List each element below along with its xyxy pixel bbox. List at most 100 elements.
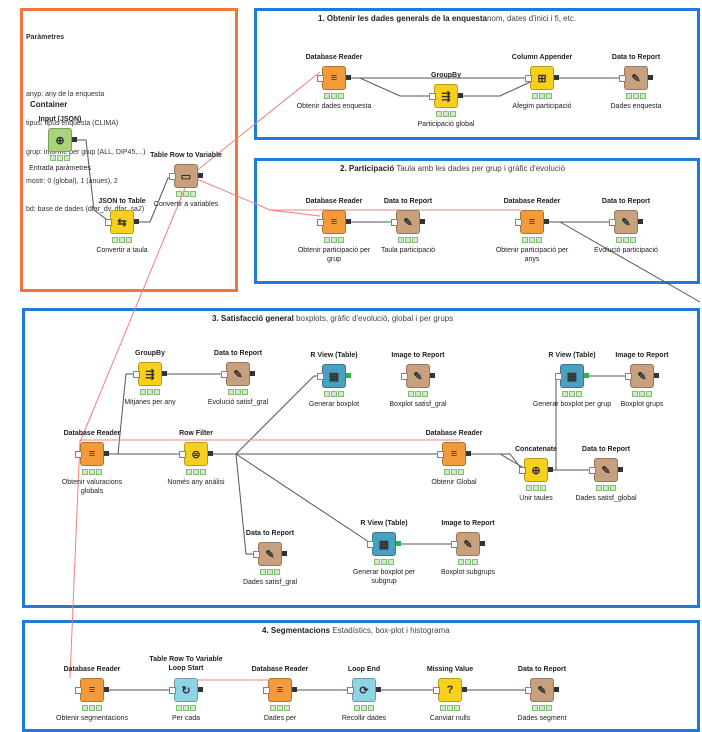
input-port[interactable]: [433, 687, 440, 694]
r-view-table-node[interactable]: ▦: [367, 532, 401, 556]
input-port[interactable]: [179, 451, 186, 458]
output-port[interactable]: [584, 373, 589, 378]
missing-value-node[interactable]: ?: [433, 678, 467, 702]
output-port[interactable]: [458, 93, 463, 98]
input-port[interactable]: [221, 371, 228, 378]
input-port[interactable]: [105, 219, 112, 226]
status-light: [119, 237, 125, 243]
image-to-report-node[interactable]: ✎: [625, 364, 659, 388]
input-port[interactable]: [169, 173, 176, 180]
output-port[interactable]: [554, 687, 559, 692]
database-reader-node[interactable]: ≡: [75, 442, 109, 466]
input-port[interactable]: [263, 687, 270, 694]
data-to-report-node[interactable]: ✎: [221, 362, 255, 386]
groupby-node[interactable]: ⇶: [429, 84, 463, 108]
status-light: [536, 237, 542, 243]
input-port[interactable]: [317, 219, 324, 226]
input-port[interactable]: [437, 451, 444, 458]
input-port[interactable]: [609, 219, 616, 226]
database-reader-node[interactable]: ≡: [515, 210, 549, 234]
data-to-report-node[interactable]: ✎: [619, 66, 653, 90]
input-port[interactable]: [169, 687, 176, 694]
input-port[interactable]: [555, 373, 562, 380]
output-port[interactable]: [376, 687, 381, 692]
data-to-report-node[interactable]: ✎: [525, 678, 559, 702]
input-port[interactable]: [525, 75, 532, 82]
output-port[interactable]: [544, 219, 549, 224]
output-port[interactable]: [346, 219, 351, 224]
output-port[interactable]: [654, 373, 659, 378]
output-port[interactable]: [462, 687, 467, 692]
input-port[interactable]: [367, 541, 374, 548]
input-port[interactable]: [253, 551, 260, 558]
output-port[interactable]: [292, 687, 297, 692]
output-port[interactable]: [420, 219, 425, 224]
output-port[interactable]: [346, 75, 351, 80]
database-reader-node[interactable]: ≡: [263, 678, 297, 702]
input-port[interactable]: [75, 687, 82, 694]
output-port[interactable]: [104, 451, 109, 456]
output-port[interactable]: [282, 551, 287, 556]
section-4-title-main: 4. Segmentacions: [262, 626, 331, 635]
input-port[interactable]: [519, 467, 526, 474]
input-port[interactable]: [401, 373, 408, 380]
output-port[interactable]: [638, 219, 643, 224]
image-to-report-node[interactable]: ✎: [401, 364, 435, 388]
input-port[interactable]: [589, 467, 596, 474]
output-port[interactable]: [548, 467, 553, 472]
input-json-node[interactable]: ⊕: [48, 128, 77, 152]
output-port[interactable]: [480, 541, 485, 546]
output-port[interactable]: [208, 451, 213, 456]
output-port[interactable]: [466, 451, 471, 456]
groupby-node[interactable]: ⇶: [133, 362, 167, 386]
output-port[interactable]: [618, 467, 623, 472]
column-appender-node[interactable]: ⊞: [525, 66, 559, 90]
output-port[interactable]: [554, 75, 559, 80]
input-port[interactable]: [75, 451, 82, 458]
output-port[interactable]: [104, 687, 109, 692]
database-reader-node[interactable]: ≡: [75, 678, 109, 702]
output-port[interactable]: [648, 75, 653, 80]
data-to-report-node[interactable]: ✎: [609, 210, 643, 234]
table-row-to-variable-node[interactable]: ▭: [169, 164, 203, 188]
data-to-report-node[interactable]: ✎: [253, 542, 287, 566]
database-reader-node[interactable]: ≡: [317, 210, 351, 234]
wire-reader-groupby-3: [104, 373, 138, 455]
database-reader-node[interactable]: ≡: [437, 442, 471, 466]
output-port[interactable]: [430, 373, 435, 378]
r-view-table-node[interactable]: ▦: [317, 364, 351, 388]
concatenate-node[interactable]: ⊕: [519, 458, 553, 482]
output-port[interactable]: [72, 137, 77, 142]
input-port[interactable]: [317, 75, 324, 82]
output-port[interactable]: [198, 687, 203, 692]
database-reader-node[interactable]: ≡: [317, 66, 351, 90]
table-row-to-variable-loop-start-node[interactable]: ↻: [169, 678, 203, 702]
data-to-report-node[interactable]: ✎: [589, 458, 623, 482]
image-to-report-node-title: Image to Report: [615, 352, 669, 359]
input-port[interactable]: [625, 373, 632, 380]
image-to-report-node[interactable]: ✎: [451, 532, 485, 556]
input-port[interactable]: [451, 541, 458, 548]
input-port[interactable]: [515, 219, 522, 226]
data-to-report-node[interactable]: ✎: [391, 210, 425, 234]
input-port[interactable]: [391, 219, 398, 226]
output-port[interactable]: [396, 541, 401, 546]
image-to-report-node-title: Image to Report: [391, 352, 445, 359]
status-light: [82, 705, 88, 711]
r-view-table-node[interactable]: ▦: [555, 364, 589, 388]
row-filter-node[interactable]: ⊜: [179, 442, 213, 466]
loop-end-node[interactable]: ⟳: [347, 678, 381, 702]
output-port[interactable]: [250, 371, 255, 376]
input-port[interactable]: [317, 373, 324, 380]
json-to-table-node[interactable]: ⇆: [105, 210, 139, 234]
input-port[interactable]: [525, 687, 532, 694]
output-port[interactable]: [198, 173, 203, 178]
output-port[interactable]: [134, 219, 139, 224]
input-port[interactable]: [619, 75, 626, 82]
input-port[interactable]: [133, 371, 140, 378]
input-port[interactable]: [429, 93, 436, 100]
output-port[interactable]: [346, 373, 351, 378]
data-to-report-node-title: Data to Report: [213, 350, 263, 357]
output-port[interactable]: [162, 371, 167, 376]
input-port[interactable]: [347, 687, 354, 694]
